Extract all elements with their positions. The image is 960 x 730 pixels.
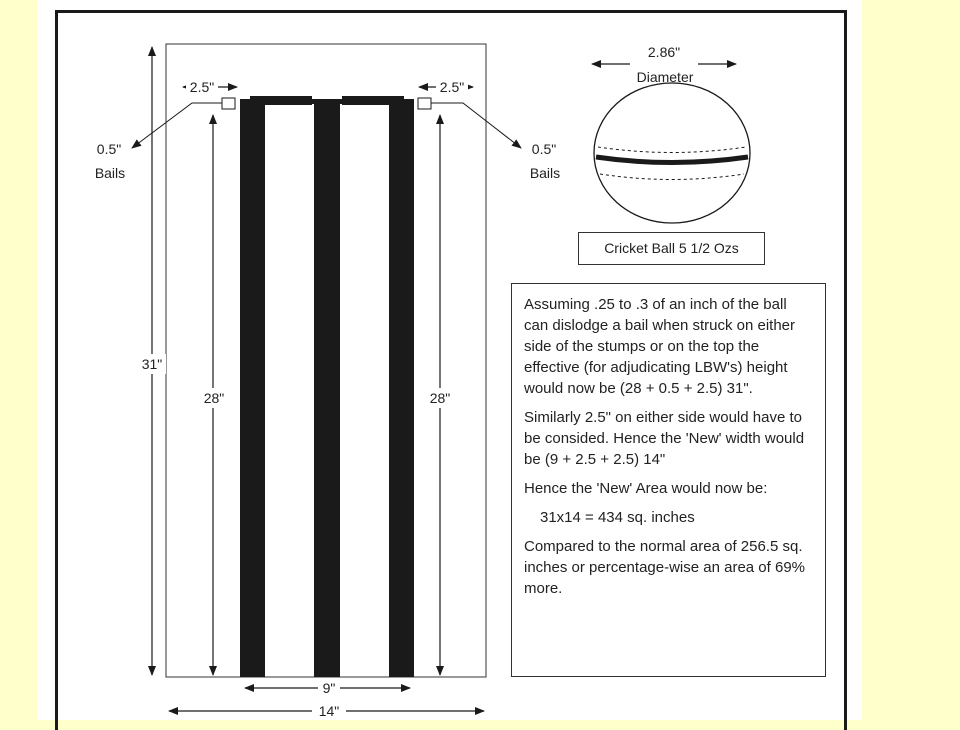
stump-height-right-label: 28"	[430, 390, 451, 406]
bail-width-left-label: 2.5"	[190, 79, 214, 95]
cricket-ball	[593, 82, 751, 224]
bail-height-right-label: 0.5"	[532, 141, 556, 157]
bails-right-label: Bails	[530, 165, 560, 181]
stump-height-left-label: 28"	[204, 390, 225, 406]
explanation-para-1: Assuming .25 to .3 of an inch of the bal…	[524, 296, 795, 397]
explanation-para-5: Compared to the normal area of 256.5 sq.…	[524, 538, 806, 597]
total-height-label: 31"	[142, 356, 163, 372]
explanation-box: Assuming .25 to .3 of an inch of the bal…	[511, 283, 826, 677]
bail-height-left-label: 0.5"	[97, 141, 121, 157]
stump-width-label: 9"	[323, 680, 336, 696]
bail-end-right	[417, 97, 432, 110]
bail-leader-left	[131, 102, 222, 149]
bails-left-label: Bails	[95, 165, 125, 181]
explanation-calculation: 31x14 = 434 sq. inches	[540, 509, 695, 526]
ball-stitch-bottom	[599, 173, 745, 180]
ball-diameter-value: 2.86"	[648, 44, 680, 60]
diagram-frame	[55, 10, 847, 730]
bail-leader-right	[431, 102, 522, 149]
stump-right	[389, 103, 414, 677]
bail-end-left	[221, 97, 236, 110]
ball-seam	[595, 154, 749, 165]
explanation-para-3: Hence the 'New' Area would now be:	[524, 480, 768, 497]
total-width-label: 14"	[319, 703, 340, 719]
stump-middle	[314, 103, 340, 677]
explanation-para-2: Similarly 2.5" on either side would have…	[524, 409, 805, 468]
ball-diameter-label: Diameter	[637, 69, 694, 85]
bail-join	[240, 99, 414, 104]
ball-stitch-top	[597, 146, 747, 153]
bail-width-right-label: 2.5"	[440, 79, 464, 95]
ball-caption: Cricket Ball 5 1/2 Ozs	[578, 232, 765, 265]
stump-left	[240, 103, 265, 677]
